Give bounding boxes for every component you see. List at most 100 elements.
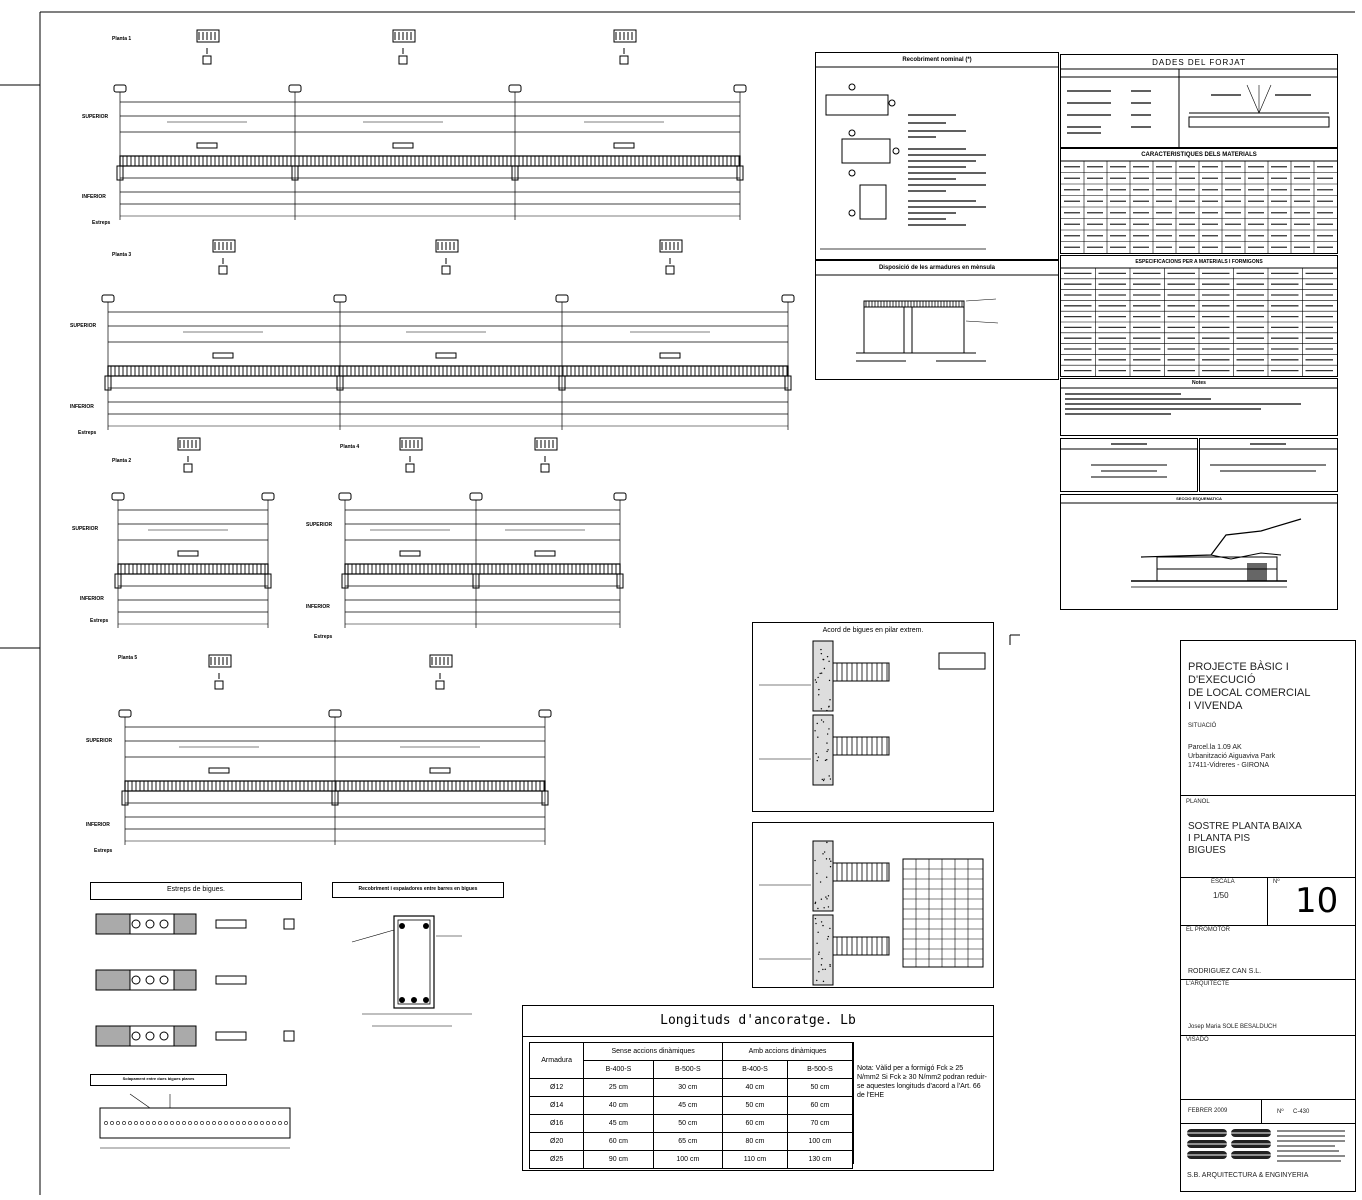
beam-elevation — [102, 240, 794, 430]
col-group-sense: Sense accions dinàmiques — [584, 1043, 723, 1061]
anchorage-title: Longituds d'ancoratge. Lb — [523, 1006, 993, 1036]
situacio-label: SITUACIÓ — [1188, 723, 1216, 729]
situacio-line-1: Parcel.la 1.09 AK — [1188, 743, 1242, 752]
anchorage-cell: 25 cm — [584, 1079, 653, 1097]
anchorage-cell: 60 cm — [723, 1115, 788, 1133]
beam-title-2: Planta 3 — [112, 252, 131, 258]
notes-lines — [1061, 379, 1337, 435]
recobriment-bigues-sketch — [332, 896, 502, 1036]
label-superior-1: SUPERIOR — [82, 114, 108, 120]
visado-label: VISADO — [1186, 1037, 1209, 1043]
acord-sketch-1 — [753, 623, 993, 811]
label-estreps-5: Estreps — [94, 848, 112, 854]
panel-estreps: Estreps de bigues. — [90, 882, 302, 900]
label-estreps-1: Estreps — [92, 220, 110, 226]
anchorage-table: Armadura Sense accions dinàmiques Amb ac… — [529, 1042, 853, 1169]
escala-label: ESCALA — [1211, 879, 1235, 885]
label-inferior-4: INFERIOR — [306, 604, 330, 610]
panel-sostre-left — [1060, 438, 1198, 492]
anchorage-row: Ø1225 cm30 cm40 cm50 cm — [530, 1079, 853, 1097]
date-value: FEBRER 2009 — [1188, 1107, 1227, 1116]
label-superior-4: SUPERIOR — [306, 522, 332, 528]
acord-sketch-2 — [753, 823, 993, 987]
beam-elevation — [114, 30, 746, 220]
panel-especificacions: ESPECIFICACIONS PER A MATERIALS I FORMIG… — [1060, 255, 1338, 377]
sub-col: B-500-S — [653, 1061, 722, 1079]
anchorage-cell: 40 cm — [584, 1097, 653, 1115]
label-inferior-2: INFERIOR — [70, 404, 94, 410]
beam-title-4: Planta 4 — [340, 444, 359, 450]
project-line-1: PROJECTE BÀSIC I — [1188, 661, 1289, 673]
situacio-line-2: Urbanització Aiguaviva Park — [1188, 752, 1275, 761]
estreps-sketch — [90, 900, 320, 1080]
label-superior-5: SUPERIOR — [86, 738, 112, 744]
disposicio-sketch — [816, 261, 1058, 379]
anchorage-cell: Ø20 — [530, 1133, 584, 1151]
recobriment-sketch — [816, 53, 1058, 259]
anchorage-cell: 60 cm — [787, 1097, 852, 1115]
label-inferior-3: INFERIOR — [80, 596, 104, 602]
plano-label: PLANOL — [1186, 799, 1210, 805]
promotor-label: EL PROMOTOR — [1186, 927, 1230, 933]
panel-seccio: SECCIO ESQUEMATICA — [1060, 494, 1338, 610]
anchorage-row: Ø1440 cm45 cm50 cm60 cm — [530, 1097, 853, 1115]
sub-col: B-500-S — [787, 1061, 852, 1079]
panel-recobriment: Recobriment nominal (*) — [815, 52, 1059, 260]
label-estreps-2: Estreps — [78, 430, 96, 436]
anchorage-row: Ø2590 cm100 cm110 cm130 cm — [530, 1151, 853, 1169]
beam-elevation — [112, 438, 274, 628]
num-label: Nº — [1273, 879, 1280, 885]
especificacions-grid — [1061, 256, 1337, 376]
plano-line-3: BIGUES — [1188, 845, 1226, 857]
panel-acord: Acord de bigues en pilar extrem. — [752, 622, 994, 812]
col-group-amb: Amb accions dinàmiques — [723, 1043, 853, 1061]
arquitecte-label: L'ARQUITECTE — [1186, 981, 1229, 987]
anchorage-cell: 100 cm — [653, 1151, 722, 1169]
anchorage-cell: 60 cm — [584, 1133, 653, 1151]
anchorage-cell: Ø16 — [530, 1115, 584, 1133]
anchorage-cell: 80 cm — [723, 1133, 788, 1151]
anchorage-note: Nota: Vàlid per a formigó Fck ≥ 25 N/mm2… — [857, 1064, 987, 1100]
project-line-3: DE LOCAL COMERCIAL — [1188, 687, 1310, 699]
anchorage-cell: 30 cm — [653, 1079, 722, 1097]
panel-disposicio: Disposició de les armadures en mènsula — [815, 260, 1059, 380]
firm-logo — [1185, 1127, 1275, 1167]
firm-name: S.B. ARQUITECTURA & ENGINYERIA — [1187, 1171, 1308, 1180]
label-superior-3: SUPERIOR — [72, 526, 98, 532]
panel-estreps-title: Estreps de bigues. — [91, 886, 301, 893]
sostre-right-lines — [1200, 439, 1337, 491]
project-line-2: D'EXECUCIÓ — [1188, 674, 1256, 686]
beam-title-1: Planta 1 — [112, 36, 131, 42]
anchorage-cell: 70 cm — [787, 1115, 852, 1133]
sostre-left-lines — [1061, 439, 1197, 491]
panel-sostre-right — [1199, 438, 1338, 492]
anchorage-cell: 40 cm — [723, 1079, 788, 1097]
label-inferior-1: INFERIOR — [82, 194, 106, 200]
beam-title-3: Planta 2 — [112, 458, 131, 464]
ref-value: C-430 — [1293, 1109, 1309, 1115]
title-block: PROJECTE BÀSIC I D'EXECUCIÓ DE LOCAL COM… — [1180, 640, 1356, 1192]
section-sketch — [1061, 495, 1337, 609]
solapament-sketch — [90, 1084, 310, 1164]
anchorage-cell: Ø25 — [530, 1151, 584, 1169]
panel-recobriment-bigues-title: Recobriment i espaiadores entre barres e… — [333, 886, 503, 892]
forjat-sketch — [1061, 55, 1337, 147]
beam-elevation — [339, 438, 626, 628]
project-line-4: I VIVENDA — [1188, 700, 1242, 712]
anchorage-cell: Ø12 — [530, 1079, 584, 1097]
panel-acord-2 — [752, 822, 994, 988]
sheet-number: 10 — [1295, 881, 1338, 921]
col-armadura: Armadura — [530, 1043, 584, 1079]
anchorage-row: Ø2060 cm65 cm80 cm100 cm — [530, 1133, 853, 1151]
beam-title-5: Planta 5 — [118, 655, 137, 661]
anchorage-cell: 130 cm — [787, 1151, 852, 1169]
anchorage-cell: 50 cm — [787, 1079, 852, 1097]
anchorage-cell: 90 cm — [584, 1151, 653, 1169]
anchorage-cell: 65 cm — [653, 1133, 722, 1151]
sub-col: B-400-S — [723, 1061, 788, 1079]
promotor-value: RODRIGUEZ CAN S.L. — [1188, 967, 1261, 976]
sub-col: B-400-S — [584, 1061, 653, 1079]
anchorage-table-panel: Longituds d'ancoratge. Lb Armadura Sense… — [522, 1005, 994, 1171]
arquitecte-value: Josep Maria SOLE BESALDUCH — [1188, 1023, 1277, 1032]
firm-address-lines — [1275, 1127, 1355, 1167]
